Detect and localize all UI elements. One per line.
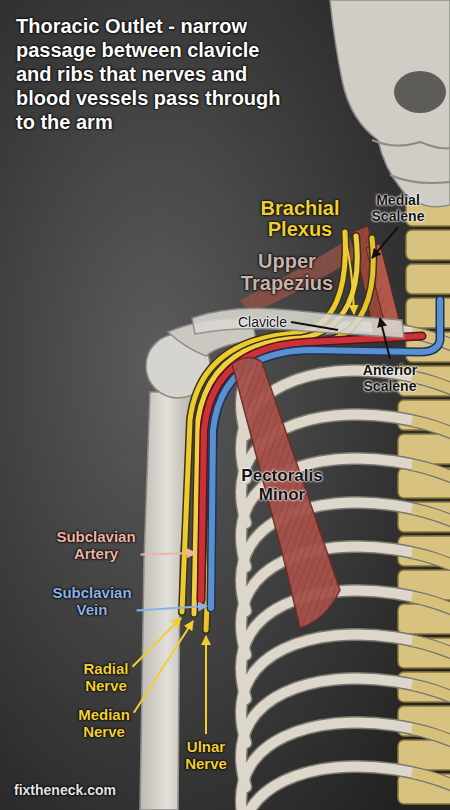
pectoralis-minor-muscle (232, 357, 340, 628)
muscle-label: Medial Scalene (352, 192, 444, 224)
skull (390, 175, 450, 183)
watermark: fixtheneck.com (14, 782, 214, 798)
spine-vertebrae (406, 230, 450, 260)
leader-line (134, 621, 193, 713)
nerve-label: Radial Nerve (74, 660, 138, 694)
leader-line (133, 618, 182, 667)
pectoralis-minor-muscle (232, 357, 340, 628)
rib-cage (412, 377, 450, 389)
skull (330, 0, 450, 207)
clavicle-bone (192, 308, 404, 338)
spine-vertebrae (406, 264, 450, 294)
rib-cage (412, 421, 450, 433)
clavicle-bone (192, 308, 404, 338)
rib-cage (412, 553, 450, 565)
rib-cage (412, 509, 450, 521)
rib-cage (412, 685, 450, 697)
nerve-label: Median Nerve (72, 706, 136, 740)
leader-line (343, 231, 354, 314)
spine-vertebrae (398, 196, 450, 804)
nerve-label: Ulnar Nerve (176, 738, 236, 772)
leader-line (205, 636, 207, 734)
rib-cage (412, 465, 450, 477)
spine-vertebrae (398, 774, 450, 804)
leader-line (380, 318, 390, 359)
skull (394, 71, 446, 113)
vessel-label: Subclavian Artery (46, 528, 146, 562)
vessel-label: Subclavian Vein (42, 584, 142, 618)
leader-line (141, 553, 196, 555)
bone-label: Clavicle (238, 314, 308, 330)
skull (330, 0, 450, 207)
muscle-label: Anterior Scalene (344, 362, 436, 394)
skull (372, 140, 450, 148)
nerves-and-vessels (182, 232, 440, 630)
rib-cage (412, 597, 450, 609)
rib-cage (412, 773, 450, 785)
rib-cage (412, 641, 450, 653)
pectoralis-minor-muscle (232, 357, 340, 628)
structure-label: Brachial Plexus (250, 198, 350, 240)
muscle-label: Pectoralis Minor (232, 466, 332, 504)
title: Thoracic Outlet - narrow passage between… (16, 14, 286, 134)
rib-cage (241, 766, 450, 810)
muscle-label: Upper Trapezius (232, 250, 342, 294)
leader-line (137, 606, 207, 611)
rib-cage (241, 766, 450, 810)
rib-cage (412, 729, 450, 741)
leader-line (291, 322, 338, 330)
leader-line (372, 227, 398, 258)
